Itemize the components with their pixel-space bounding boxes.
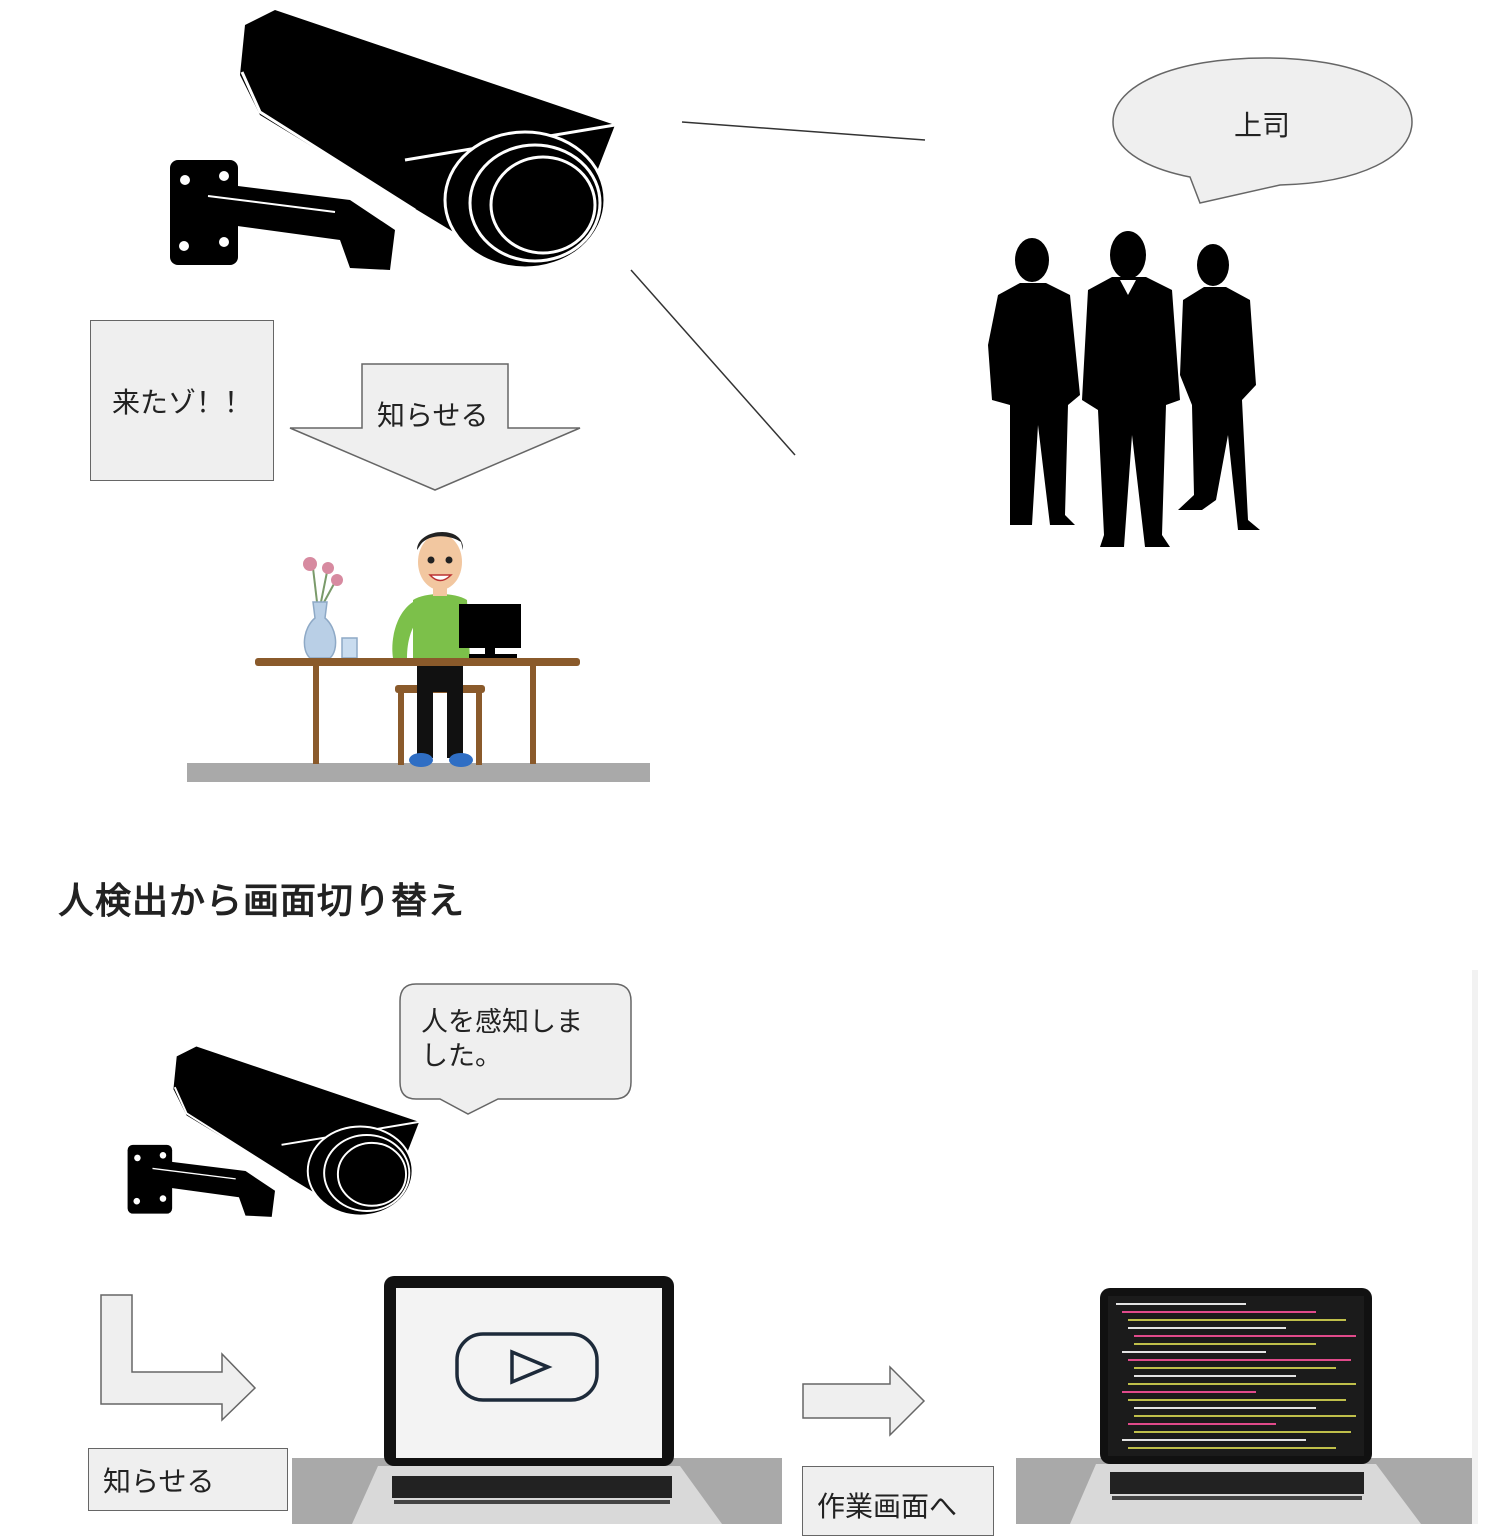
code-lines [1116,1303,1356,1449]
notify-arrow-label: 知らせる [377,399,489,432]
laptop-code-illustration [1016,970,1478,1524]
notify-box-text: 知らせる [103,1464,215,1498]
boss-silhouettes-icon [988,231,1260,547]
security-camera-icon [170,10,616,270]
camera-bubble-line1: 人を感知しま [421,1007,583,1038]
notify-down-arrow [289,363,581,491]
notify-l-arrow [100,1294,257,1422]
camera-speech-bubble [399,983,632,1115]
work-screen-text: 作業画面へ [817,1490,958,1523]
right-arrow [802,1365,926,1437]
boss-speech-bubble [1112,57,1413,204]
boss-label: 上司 [1234,109,1291,142]
security-camera-small-icon [127,1046,420,1217]
laptop-video-illustration [292,1276,782,1524]
section-heading: 人検出から画面切り替え [58,881,466,922]
notify-box: 知らせる [88,1448,288,1511]
camera-bubble-line2: した。 [421,1041,502,1072]
office-worker-illustration [187,531,650,782]
camera-bubble-text: 人を感知しま した。 [421,1006,583,1074]
work-screen-box: 作業画面へ [802,1466,994,1536]
alert-box: 来たゾ！！ [90,320,274,481]
alert-box-text: 来たゾ！！ [111,385,252,419]
